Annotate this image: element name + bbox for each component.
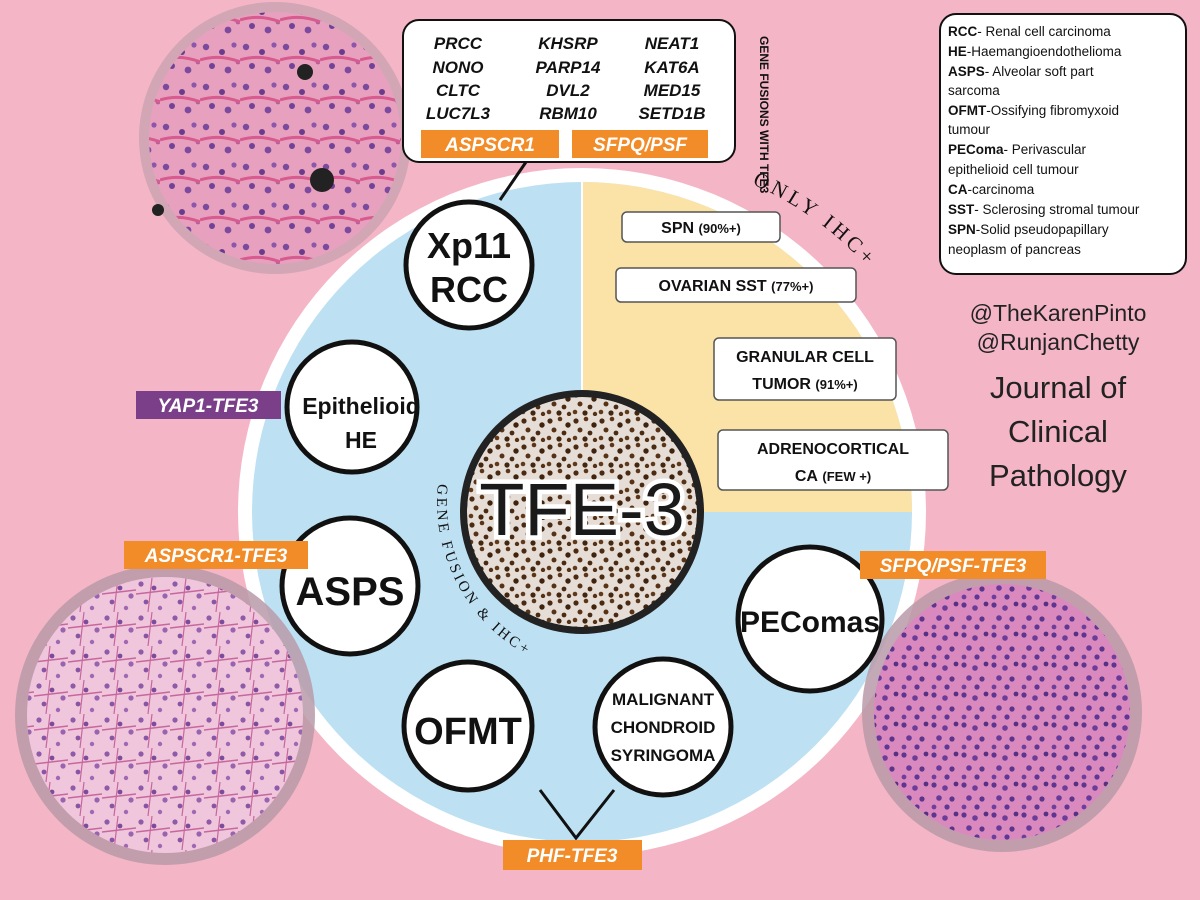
credit-handle-1: @TheKarenPinto (970, 300, 1147, 326)
bubble-asps: ASPS (279, 515, 421, 657)
gene-fusion-box-title: GENE FUSIONS WITH TFE3 (757, 36, 771, 194)
xp11-line1: Xp11 (427, 225, 511, 266)
center-label: TFE-3 (479, 468, 685, 551)
tag-aspscr1-tfe3-box (124, 541, 308, 569)
xp11-line2: RCC (430, 269, 508, 310)
glossary-he: HE-Haemangioendothelioma (948, 44, 1122, 59)
glossary-frame (939, 13, 1187, 275)
glossary-spn: SPN-Solid pseudopapillary (948, 222, 1109, 237)
center-ihc-circle: TFE-3 TFE-3 (460, 390, 704, 634)
tag-sfpq-box (572, 130, 708, 158)
ovarian-sst-text: OVARIAN SST (77%+) (659, 278, 814, 295)
micrograph-bottom-left (15, 565, 315, 865)
tag-sfpq-tfe3: SFPQ/PSF-TFE3 (880, 556, 1027, 577)
bubble-pecomas: PEComas (735, 544, 885, 694)
micrograph-bottom-right (862, 572, 1142, 852)
glossary-asps: ASPS- Alveolar soft part (948, 64, 1094, 79)
glossary-box: RCC- Renal cell carcinoma HE-Haemangioen… (939, 13, 1187, 275)
glossary-ofmt: OFMT-Ossifying fibromyxoid (948, 103, 1119, 118)
he-line2: HE (345, 427, 377, 453)
mcs-line3: SYRINGOMA (611, 746, 716, 765)
journal-line1: Journal of (990, 370, 1127, 405)
phf-connector (538, 789, 616, 841)
tag-phf-box (503, 840, 642, 870)
adreno-line2: CA (FEW +) (795, 468, 871, 485)
ihc-box-granular-cell: GRANULAR CELL TUMOR (91%+) (713, 337, 897, 401)
glossary-ca: CA-carcinoma (948, 182, 1035, 197)
granular-line1: GRANULAR CELL (736, 349, 874, 366)
bubble-xp11-rcc: Xp11 RCC (403, 199, 535, 331)
bubble-ofmt: OFMT (401, 659, 535, 793)
bubble-malignant-chondroid-syringoma: MALIGNANT CHONDROID SYRINGOMA (592, 656, 734, 798)
glossary-pecoma-cont: epithelioid cell tumour (948, 162, 1079, 177)
credit-handle-2: @RunjanChetty (977, 329, 1140, 355)
ofmt-label: OFMT (414, 711, 522, 753)
tag-aspscr1: ASPSCR1 (444, 135, 535, 156)
gene-neat1: NEAT1 (645, 34, 699, 53)
gene-med15: MED15 (644, 81, 701, 100)
gene-khsrp: KHSRP (538, 34, 598, 53)
mcs-line2: CHONDROID (611, 718, 716, 737)
gene-parp14: PARP14 (536, 58, 601, 77)
spn-text: SPN (90%+) (661, 220, 741, 237)
micrograph-top-left (139, 2, 411, 274)
adreno-line1: ADRENOCORTICAL (757, 441, 909, 458)
tag-yap1-box (136, 391, 281, 419)
connector-box-to-xp11 (498, 161, 528, 201)
gene-nono: NONO (433, 58, 484, 77)
mcs-line1: MALIGNANT (612, 690, 715, 709)
tag-aspscr1-box (421, 130, 559, 158)
journal-line3: Pathology (989, 458, 1127, 493)
gene-setd1b: SETD1B (638, 104, 705, 123)
journal-line2: Clinical (1008, 414, 1108, 449)
tag-phf: PHF-TFE3 (527, 846, 618, 867)
gene-fusion-box: PRCC NONO CLTC LUC7L3 KHSRP PARP14 DVL2 … (402, 19, 771, 194)
glossary-asps-cont: sarcoma (948, 83, 1000, 98)
gene-kat6a: KAT6A (644, 58, 699, 77)
glossary-spn-cont: neoplasm of pancreas (948, 242, 1081, 257)
ihc-box-spn: SPN (90%+) (621, 211, 781, 243)
gene-fusion-box-frame (402, 19, 736, 163)
glossary-sst: SST- Sclerosing stromal tumour (948, 202, 1140, 217)
gene-dvl2: DVL2 (546, 81, 590, 100)
asps-label: ASPS (296, 570, 405, 614)
glossary-ofmt-cont: tumour (948, 122, 991, 137)
glossary-rcc: RCC- Renal cell carcinoma (948, 24, 1111, 39)
gene-rbm10: RBM10 (539, 104, 597, 123)
center-label-outline: TFE-3 (479, 468, 685, 551)
ihc-box-adrenocortical: ADRENOCORTICAL CA (FEW +) (717, 429, 949, 491)
gene-prcc: PRCC (434, 34, 483, 53)
he-line1: Epithelioid (302, 393, 420, 419)
tag-yap1: YAP1-TFE3 (157, 396, 258, 417)
granular-line2: TUMOR (91%+) (752, 376, 857, 393)
ihc-box-ovarian-sst: OVARIAN SST (77%+) (615, 267, 857, 303)
tag-aspscr1-tfe3: ASPSCR1-TFE3 (144, 546, 288, 567)
glossary-pecoma: PEComa- Perivascular (948, 142, 1087, 157)
tag-sfpq-tfe3-box (860, 551, 1046, 579)
gene-luc7l3: LUC7L3 (426, 104, 491, 123)
pecomas-label: PEComas (740, 606, 880, 639)
gene-cltc: CLTC (436, 81, 481, 100)
tag-sfpq: SFPQ/PSF (593, 135, 688, 156)
bubble-epithelioid-he: Epithelioid HE (284, 339, 420, 475)
